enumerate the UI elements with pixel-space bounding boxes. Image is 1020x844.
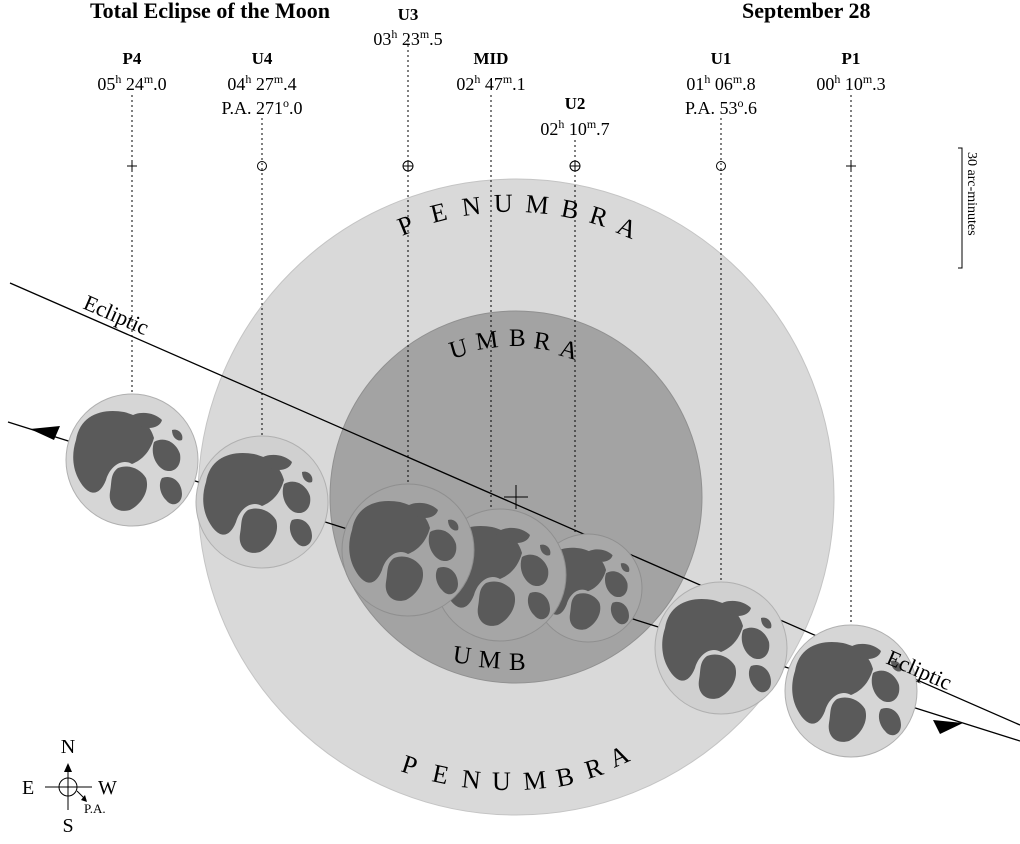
svg-text:U: U: [494, 189, 514, 218]
north-arrow-icon: [64, 763, 72, 772]
compass-west: W: [98, 777, 117, 799]
moon-p1: [784, 624, 918, 758]
svg-text:B: B: [509, 649, 526, 676]
svg-text:M: M: [474, 326, 500, 356]
svg-text:05h 24m.0: 05h 24m.0: [97, 72, 166, 94]
svg-text:B: B: [559, 193, 582, 225]
circle-icon-u1: [716, 161, 726, 171]
svg-text:00h 10m.3: 00h 10m.3: [816, 72, 885, 94]
svg-text:N: N: [460, 764, 482, 795]
moon-p4: [65, 393, 199, 527]
shadow-center-cross: [504, 485, 528, 509]
plus-icon-p4: [127, 161, 137, 171]
svg-text:MID: MID: [474, 49, 509, 68]
label-p4: P4 05h 24m.0: [97, 49, 166, 94]
circle-icon-u4: [257, 161, 267, 171]
label-u2: U2 02h 10m.7: [540, 94, 609, 139]
circle-plus-icon-u3: [402, 160, 414, 172]
svg-text:N: N: [460, 191, 482, 222]
arrow-right-icon: [933, 720, 963, 734]
svg-text:B: B: [554, 761, 577, 793]
label-mid: MID 02h 47m.1: [456, 49, 525, 94]
svg-text:U1: U1: [711, 49, 732, 68]
svg-text:03h 23m.5: 03h 23m.5: [373, 27, 442, 49]
svg-text:U: U: [492, 767, 511, 796]
svg-text:M: M: [524, 189, 550, 220]
pa-arrow-icon: [81, 795, 87, 802]
label-p1: P1 00h 10m.3: [816, 49, 885, 94]
title-right: September 28: [742, 0, 871, 23]
circle-plus-icon-u2: [569, 160, 581, 172]
compass-pa: P.A.: [84, 801, 106, 816]
scale-bar: [958, 147, 963, 269]
compass-south: S: [62, 815, 73, 837]
contact-markers: [127, 160, 856, 172]
arrow-left-icon: [30, 426, 60, 440]
moon-u4: [195, 435, 329, 569]
svg-text:E: E: [427, 197, 449, 229]
compass-east: E: [22, 777, 34, 799]
contact-guides: [131, 40, 852, 625]
svg-text:E: E: [430, 759, 452, 791]
umbra-label-top: U M B R A: [446, 325, 581, 366]
svg-text:01h 06m.8: 01h 06m.8: [686, 72, 755, 94]
label-u4: U4 04h 27m.4 P.A. 271o.0: [221, 49, 302, 118]
svg-text:P.A. 271o.0: P.A. 271o.0: [221, 96, 302, 118]
svg-text:U3: U3: [398, 5, 419, 24]
svg-text:M: M: [478, 646, 502, 674]
plus-icon-p1: [846, 161, 856, 171]
svg-text:U2: U2: [565, 94, 586, 113]
label-u1: U1 01h 06m.8 P.A. 53o.6: [685, 49, 757, 118]
svg-text:P4: P4: [123, 49, 142, 68]
svg-text:02h 47m.1: 02h 47m.1: [456, 72, 525, 94]
svg-text:04h 27m.4: 04h 27m.4: [227, 72, 296, 94]
svg-text:U: U: [451, 641, 473, 670]
moon-u3: [341, 483, 475, 617]
compass-north: N: [61, 736, 75, 758]
title-left: Total Eclipse of the Moon: [90, 0, 330, 23]
scale-label: 30 arc-minutes: [964, 152, 979, 236]
svg-text:P.A. 53o.6: P.A. 53o.6: [685, 96, 757, 118]
svg-text:U4: U4: [252, 49, 273, 68]
moon-u1: [654, 581, 788, 715]
svg-text:P1: P1: [842, 49, 861, 68]
svg-text:B: B: [509, 325, 526, 352]
svg-text:R: R: [532, 327, 553, 356]
label-u3: U3 03h 23m.5: [373, 5, 442, 49]
umbra-label-bottom: U M B: [451, 641, 526, 676]
svg-text:M: M: [522, 765, 548, 796]
svg-text:02h 10m.7: 02h 10m.7: [540, 117, 609, 139]
ecliptic-label-left: Ecliptic: [80, 290, 153, 340]
